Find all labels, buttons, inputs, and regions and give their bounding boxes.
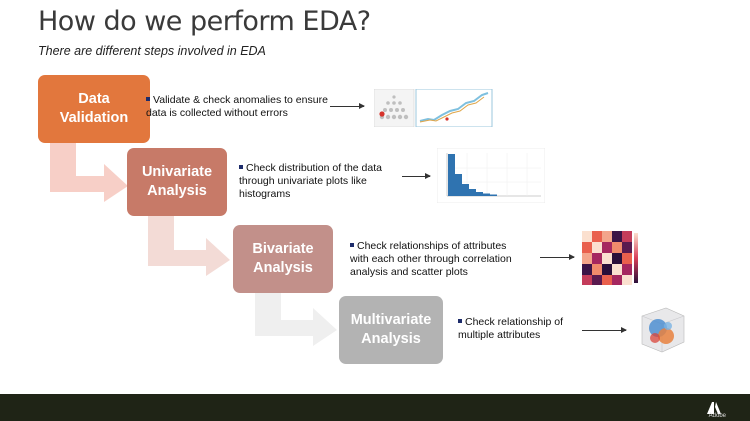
correlation-heatmap-icon	[582, 231, 638, 285]
arrow-right-icon	[330, 103, 365, 109]
step-connector-2	[148, 214, 230, 276]
arrow-right-icon	[582, 327, 627, 333]
bullet-icon	[146, 97, 150, 102]
bullet-icon	[350, 243, 354, 248]
step-description-bivariate: Check relationships of attributes with e…	[350, 240, 512, 278]
step-label: Data Validation	[59, 91, 129, 126]
step-description-validation: Validate & check anomalies to ensure dat…	[146, 94, 328, 119]
anomaly-plot-icon	[374, 89, 493, 127]
adobe-logo-icon	[704, 398, 724, 418]
step-label: Univariate Analysis	[141, 164, 213, 199]
step-description-univariate: Check distribution of the data through u…	[239, 162, 382, 200]
footer-brand: Adobe	[708, 413, 726, 419]
step-label: Bivariate Analysis	[252, 241, 314, 276]
3d-cluster-plot-icon	[641, 307, 685, 353]
arrow-right-icon	[540, 254, 575, 260]
bullet-icon	[239, 165, 243, 170]
histogram-icon	[437, 148, 545, 203]
step-univariate-analysis: Univariate Analysis	[127, 148, 227, 216]
slide-title: How do we perform EDA?	[38, 6, 371, 37]
step-data-validation: Data Validation	[38, 75, 150, 143]
slide-subtitle: There are different steps involved in ED…	[38, 44, 266, 58]
slide: How do we perform EDA? There are differe…	[38, 6, 685, 364]
step-description-multivariate: Check relationship of multiple attribute…	[458, 316, 564, 341]
step-label: Multivariate Analysis	[350, 312, 432, 347]
step-multivariate-analysis: Multivariate Analysis	[339, 296, 443, 364]
arrow-right-icon	[402, 173, 431, 179]
step-bivariate-analysis: Bivariate Analysis	[233, 225, 333, 293]
step-connector-3	[255, 284, 337, 346]
bullet-icon	[458, 319, 462, 324]
footer-bar	[0, 394, 750, 421]
step-connector-1	[50, 140, 128, 202]
